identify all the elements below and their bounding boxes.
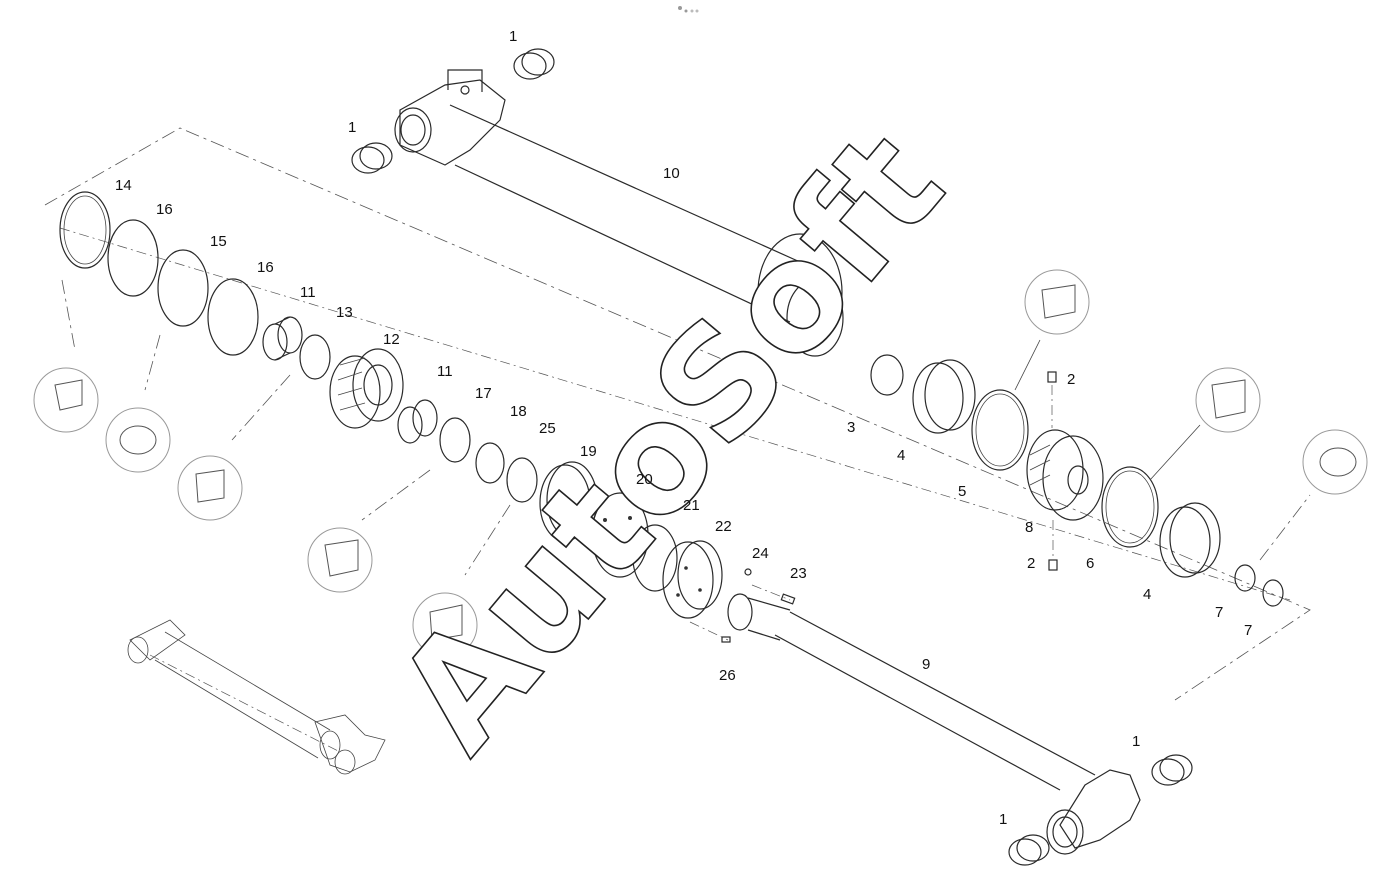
label-6: 6 (1086, 555, 1094, 572)
label-18: 18 (510, 403, 527, 420)
label-23: 23 (790, 565, 807, 582)
assembled-cylinder-thumbnail (127, 619, 386, 775)
label-8: 8 (1025, 519, 1033, 536)
grease-fitting-26 (689, 621, 731, 643)
piston-8 (1026, 429, 1104, 521)
detail-circle-c (177, 374, 291, 521)
label-1-left: 1 (348, 119, 356, 136)
label-9: 9 (922, 656, 930, 673)
label-14: 14 (115, 177, 132, 194)
wear-ring-11b (397, 399, 438, 444)
assembly-dash-outline (44, 127, 1311, 701)
label-26: 26 (719, 667, 736, 684)
label-11a: 11 (300, 284, 316, 301)
set-screw-2-bottom (1048, 520, 1058, 571)
flange-19 (539, 461, 598, 542)
label-13: 13 (336, 304, 353, 321)
label-20: 20 (636, 471, 653, 488)
seal-5 (971, 389, 1029, 471)
label-7b: 7 (1244, 622, 1252, 639)
seal-6 (1101, 466, 1159, 548)
backup-ring-18 (475, 442, 505, 484)
bushing-bottom-right (1151, 754, 1193, 786)
bushing-bottom-left (1008, 834, 1050, 866)
label-1-top: 1 (509, 28, 517, 45)
o-ring-7b (1262, 579, 1284, 607)
label-1-bottom-right: 1 (1132, 733, 1140, 750)
label-19: 19 (580, 443, 597, 460)
autosoft-watermark: AutoSoft (363, 99, 977, 784)
label-10: 10 (663, 165, 680, 182)
rod-gland-22 (662, 540, 723, 619)
seal-ring-14 (59, 191, 111, 269)
cylinder-barrel (394, 69, 844, 357)
label-7a: 7 (1215, 604, 1223, 621)
detail-circle-d (307, 469, 431, 593)
detail-circle-f (1014, 269, 1090, 391)
seal-ring-15 (157, 249, 209, 327)
washer-24 (744, 568, 752, 576)
o-ring-13 (299, 334, 331, 380)
watermark-text: AutoSoft (364, 100, 977, 783)
label-2-bottom: 2 (1027, 555, 1035, 572)
label-11b: 11 (437, 363, 453, 380)
svg-text:AutoSoft: AutoSoft (364, 100, 977, 783)
label-22: 22 (715, 518, 732, 535)
o-ring-7a (1234, 564, 1256, 592)
label-12: 12 (383, 331, 400, 348)
seal-17 (439, 417, 471, 463)
part-labels: 1 1 10 14 16 15 16 11 13 12 11 17 18 25 … (115, 28, 1252, 828)
seal-ring-16b (207, 278, 259, 356)
detail-circle-a (33, 279, 99, 433)
label-16a: 16 (156, 201, 173, 218)
label-17: 17 (475, 385, 492, 402)
label-4a: 4 (897, 447, 905, 464)
set-screw-2-top (1047, 371, 1057, 428)
detail-circle-b (105, 334, 171, 473)
bushing-top-right (513, 48, 555, 80)
detail-circle-e (412, 504, 511, 658)
snap-ring-3 (870, 354, 904, 396)
wear-ring-11a (262, 316, 303, 361)
label-25: 25 (539, 420, 556, 437)
cylinder-head-12 (329, 348, 404, 429)
part-centerline (59, 227, 1291, 601)
image-loading-icon (678, 6, 699, 13)
bolt-23 (751, 584, 796, 605)
label-16b: 16 (257, 259, 274, 276)
label-4b: 4 (1143, 586, 1151, 603)
detail-circle-h (1259, 429, 1368, 561)
guide-ring-4a (912, 359, 976, 434)
label-5: 5 (958, 483, 966, 500)
label-21: 21 (683, 497, 700, 514)
guide-ring-4b (1159, 502, 1221, 578)
label-15: 15 (210, 233, 227, 250)
label-1-bottom-left: 1 (999, 811, 1007, 828)
seal-ring-16a (107, 219, 159, 297)
label-2-top: 2 (1067, 371, 1075, 388)
cover-plate-20 (591, 492, 649, 578)
label-24: 24 (752, 545, 769, 562)
piston-rod (727, 593, 1141, 855)
label-3: 3 (847, 419, 855, 436)
rod-seal-25 (506, 457, 538, 503)
bushing-top-left (351, 142, 393, 174)
detail-circle-g (1149, 367, 1261, 481)
o-ring-21 (632, 524, 678, 592)
